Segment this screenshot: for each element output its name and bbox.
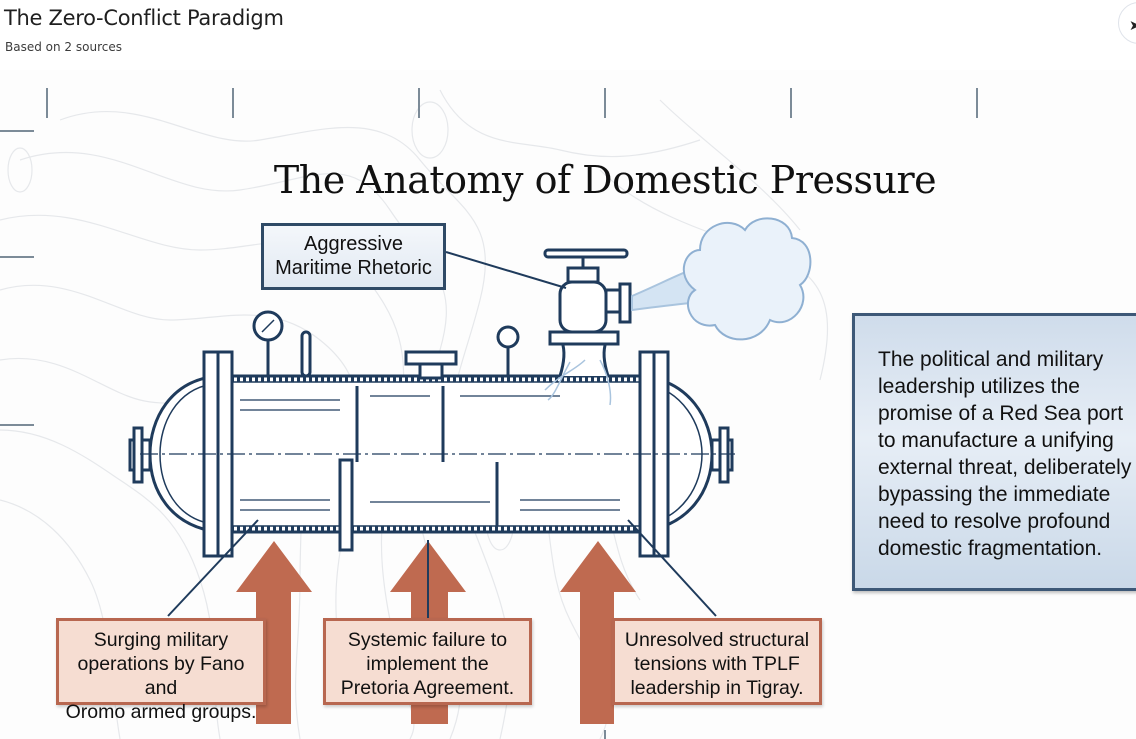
explanation-text: The political and military leadership ut… (878, 348, 1132, 560)
valve-label-line: Aggressive (304, 233, 403, 255)
pressure-label-2: Systemic failure to implement the Pretor… (323, 618, 532, 705)
sources-count[interactable]: Based on 2 sources (5, 40, 122, 54)
pressure-arrow-1 (236, 541, 312, 724)
pressure-label-line: implement the (366, 653, 489, 675)
document-header: The Zero-Conflict Paradigm Based on 2 so… (0, 0, 1136, 70)
document-title: The Zero-Conflict Paradigm (4, 6, 284, 30)
valve-label: Aggressive Maritime Rhetoric (261, 223, 446, 290)
leader-lines (167, 251, 717, 620)
valve-label-line: Maritime Rhetoric (275, 257, 432, 279)
pressure-label-line: Surging military (93, 629, 229, 651)
explanation-panel: The political and military leadership ut… (852, 313, 1136, 591)
slide-title: The Anatomy of Domestic Pressure (273, 158, 937, 202)
pressure-label-1: Surging military operations by Fano and … (56, 618, 266, 723)
pressure-vessel (128, 248, 735, 558)
pressure-label-line: operations by Fano and (77, 653, 245, 699)
share-button[interactable]: ➤ (1118, 2, 1136, 44)
slide-illustration (0, 88, 978, 739)
pressure-label-line: tensions with TPLF (634, 653, 800, 675)
pressure-label-line: Systemic failure to (347, 629, 508, 651)
escaping-steam (544, 217, 812, 406)
pressure-label-line: Pretoria Agreement. (340, 677, 515, 699)
share-icon: ➤ (1129, 17, 1136, 33)
pressure-arrow-3 (560, 541, 636, 724)
pressure-label-line: Unresolved structural (624, 629, 810, 651)
pressure-label-line: Oromo armed groups. (65, 701, 257, 723)
pressure-label-line: leadership in Tigray. (630, 677, 804, 699)
pressure-label-3: Unresolved structural tensions with TPLF… (612, 618, 822, 705)
frame-ticks (0, 88, 978, 739)
